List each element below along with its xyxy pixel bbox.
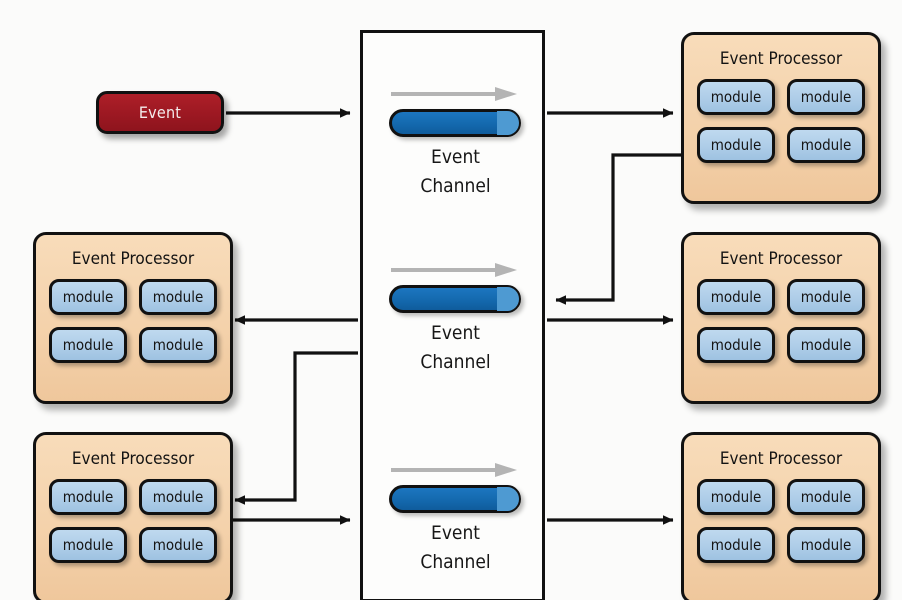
- module-grid: module module module module: [697, 79, 865, 163]
- channel-label-line1: Event: [431, 522, 480, 544]
- module-box[interactable]: module: [787, 327, 865, 363]
- event-processor-title: Event Processor: [719, 449, 843, 469]
- module-box[interactable]: module: [697, 327, 775, 363]
- module-box[interactable]: module: [697, 527, 775, 563]
- module-box[interactable]: module: [139, 327, 217, 363]
- module-box[interactable]: module: [787, 127, 865, 163]
- channel-label-line1: Event: [431, 146, 480, 168]
- event-channel-top-label: Event Channel: [363, 143, 548, 200]
- channel-cap-icon: [497, 111, 519, 135]
- channel-cap-icon: [497, 287, 519, 311]
- module-box[interactable]: module: [49, 479, 127, 515]
- module-box[interactable]: module: [787, 79, 865, 115]
- event-channel-bottom-label: Event Channel: [363, 519, 548, 576]
- module-box[interactable]: module: [697, 279, 775, 315]
- event-channel-middle-label: Event Channel: [363, 319, 548, 376]
- event-processor-title: Event Processor: [719, 249, 843, 269]
- module-box[interactable]: module: [139, 527, 217, 563]
- module-box[interactable]: module: [697, 79, 775, 115]
- event-processor-title: Event Processor: [71, 449, 195, 469]
- module-box[interactable]: module: [49, 279, 127, 315]
- flow-arrow-icon: [391, 263, 519, 277]
- module-box[interactable]: module: [49, 327, 127, 363]
- flow-arrow-icon: [391, 87, 519, 101]
- wire-processor-middle-left-to-processor-bottom-left: [234, 351, 358, 505]
- event-processor-middle-left[interactable]: Event Processor module module module mod…: [33, 232, 233, 404]
- channel-label-line2: Channel: [420, 174, 491, 197]
- channel-capsule: [389, 109, 521, 137]
- channel-label-line1: Event: [431, 322, 480, 344]
- event-processor-middle-right[interactable]: Event Processor module module module mod…: [681, 232, 881, 404]
- module-box[interactable]: module: [697, 479, 775, 515]
- event-processor-title: Event Processor: [71, 249, 195, 269]
- module-box[interactable]: module: [139, 479, 217, 515]
- event-channel-container: Event Channel Event Channel: [360, 30, 545, 600]
- module-box[interactable]: module: [787, 527, 865, 563]
- event-processor-bottom-right[interactable]: Event Processor module module module mod…: [681, 432, 881, 600]
- event-processor-title: Event Processor: [719, 49, 843, 69]
- module-box[interactable]: module: [697, 127, 775, 163]
- event-processor-top-right[interactable]: Event Processor module module module mod…: [681, 32, 881, 204]
- module-grid: module module module module: [49, 279, 217, 363]
- module-box[interactable]: module: [787, 479, 865, 515]
- channel-label-line2: Channel: [420, 350, 491, 373]
- event-initiator[interactable]: Event: [96, 91, 224, 134]
- event-processor-bottom-left[interactable]: Event Processor module module module mod…: [33, 432, 233, 600]
- channel-capsule: [389, 485, 521, 513]
- module-box[interactable]: module: [139, 279, 217, 315]
- event-initiator-label: Event: [138, 103, 182, 122]
- flow-arrow-icon: [391, 463, 519, 477]
- wire-processor-top-right-to-channel-middle: [555, 153, 683, 305]
- module-grid: module module module module: [697, 479, 865, 563]
- channel-label-line2: Channel: [420, 550, 491, 573]
- module-box[interactable]: module: [49, 527, 127, 563]
- module-grid: module module module module: [49, 479, 217, 563]
- module-grid: module module module module: [697, 279, 865, 363]
- module-box[interactable]: module: [787, 279, 865, 315]
- channel-cap-icon: [497, 487, 519, 511]
- channel-capsule: [389, 285, 521, 313]
